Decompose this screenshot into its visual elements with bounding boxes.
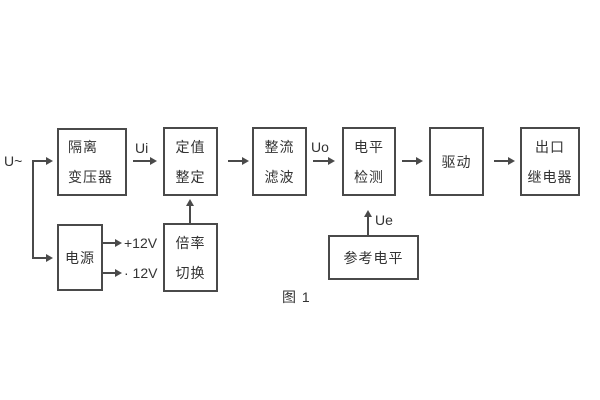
block-label: 隔离 [68,139,98,155]
block-label: 切换 [175,264,206,281]
connector-plus-12v [103,242,115,244]
block-setting-adjust: 定值 整定 [163,127,218,196]
connector-drive-to-relay [494,160,508,162]
connector-setting-to-rectifier [228,160,242,162]
arrowhead-right-icon [46,157,53,165]
signal-label-ue: Ue [375,212,393,228]
connector-ue [367,217,369,236]
signal-label-plus-12v: +12V [124,235,158,251]
arrowhead-right-icon [46,254,53,262]
block-reference-level: 参考电平 [328,235,419,280]
arrowhead-right-icon [416,157,423,165]
connector-input-branch [32,160,34,259]
signal-label-minus-12v: · 12V [124,265,158,281]
block-label: 电源 [65,249,95,266]
figure-caption: 图 1 [282,289,311,305]
block-drive: 驱动 [429,127,484,196]
arrowhead-up-icon [186,199,194,206]
arrowhead-right-icon [508,157,515,165]
block-label: 继电器 [527,168,573,185]
arrowhead-right-icon [115,269,122,277]
block-ratio-switch: 倍率 切换 [163,223,218,292]
arrowhead-right-icon [115,239,122,247]
connector-uo [313,160,328,162]
block-isolation-transformer: 隔离 变压器 [57,128,127,196]
block-label: 驱动 [441,153,472,170]
block-label: 滤波 [264,168,295,185]
connector-ratio-to-setting [189,206,191,224]
block-label: 参考电平 [343,249,404,266]
connector-input-to-power [33,257,46,259]
block-level-detect: 电平 检测 [342,127,396,196]
connector-detect-to-drive [402,160,416,162]
arrowhead-right-icon [150,157,157,165]
signal-label-uo: Uo [311,139,329,155]
block-output-relay: 出口 继电器 [520,127,580,196]
block-label: 整定 [175,168,206,185]
block-rectifier-filter: 整流 滤波 [252,127,307,196]
arrowhead-right-icon [242,157,249,165]
block-power-supply: 电源 [57,224,103,291]
connector-ui [133,160,150,162]
block-label: 电平 [354,138,384,155]
arrowhead-up-icon [364,210,372,217]
block-label: 整流 [264,138,295,155]
connector-minus-12v [103,272,115,274]
arrowhead-right-icon [328,157,335,165]
block-label: 出口 [535,138,565,155]
block-label: 变压器 [68,169,113,185]
block-label: 倍率 [175,234,206,251]
connector-input-to-transformer [33,160,46,162]
block-label: 定值 [175,138,206,155]
signal-label-input-voltage: U~ [4,153,23,169]
signal-label-ui: Ui [135,140,149,156]
block-label: 检测 [354,168,384,185]
